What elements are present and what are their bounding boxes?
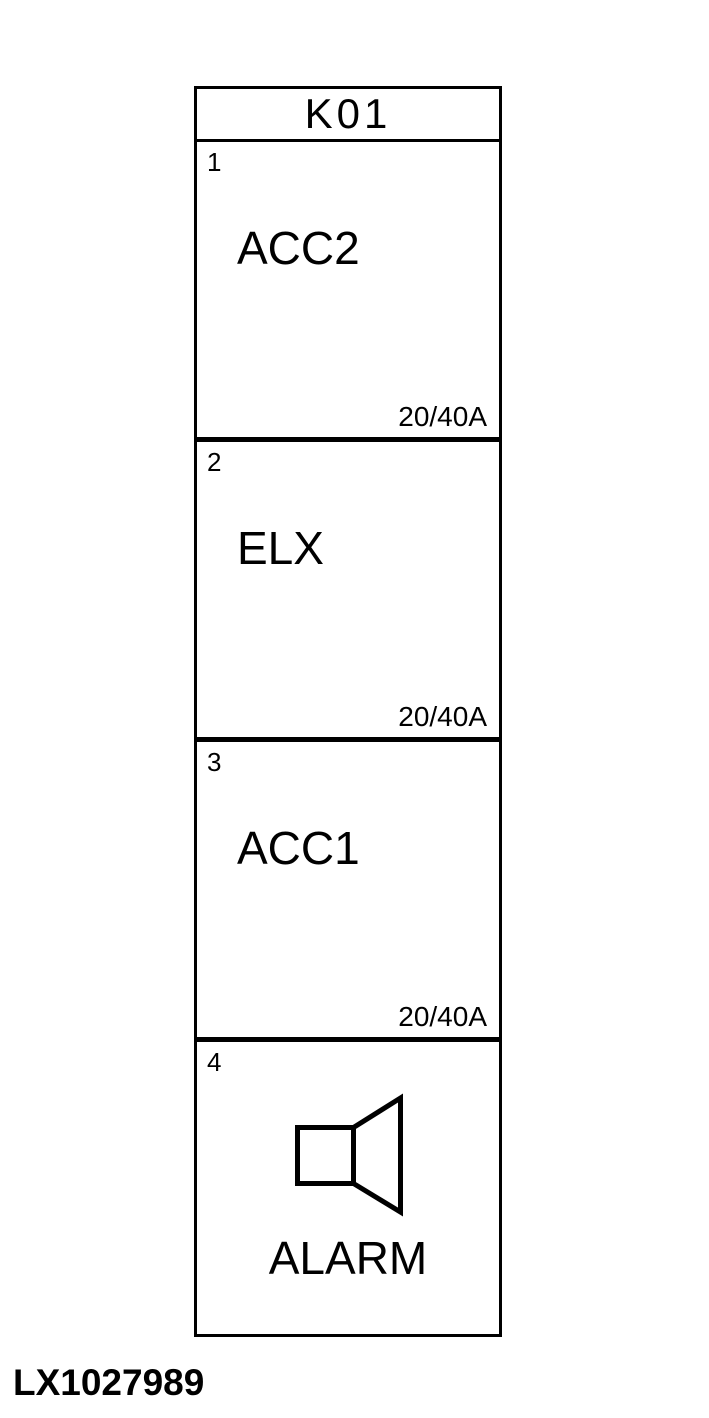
figure-id: LX1027989 [13, 1362, 205, 1403]
section-number: 4 [207, 1047, 222, 1077]
section-4-alarm: 4 ALARM [197, 1042, 499, 1334]
section-number: 1 [207, 147, 222, 177]
section-number: 3 [207, 747, 222, 777]
section-1-acc2: 1 ACC2 20/40A [197, 142, 499, 442]
fuse-rating: 20/40A [398, 701, 487, 733]
section-3-acc1: 3 ACC1 20/40A [197, 742, 499, 1042]
fuse-rating: 20/40A [398, 401, 487, 433]
section-2-elx: 2 ELX 20/40A [197, 442, 499, 742]
alarm-content: ALARM [197, 1042, 499, 1334]
circuit-label: ELX [237, 522, 324, 574]
fuse-rating: 20/40A [398, 1001, 487, 1033]
section-number: 2 [207, 447, 222, 477]
circuit-label: ACC2 [237, 222, 360, 274]
circuit-label: ACC1 [237, 822, 360, 874]
relay-block-k01: K01 1 ACC2 20/40A 2 ELX 20/40A 3 ACC1 20… [194, 86, 502, 1337]
circuit-label: ALARM [268, 1232, 428, 1284]
block-title: K01 [197, 89, 499, 142]
speaker-icon [292, 1092, 404, 1218]
